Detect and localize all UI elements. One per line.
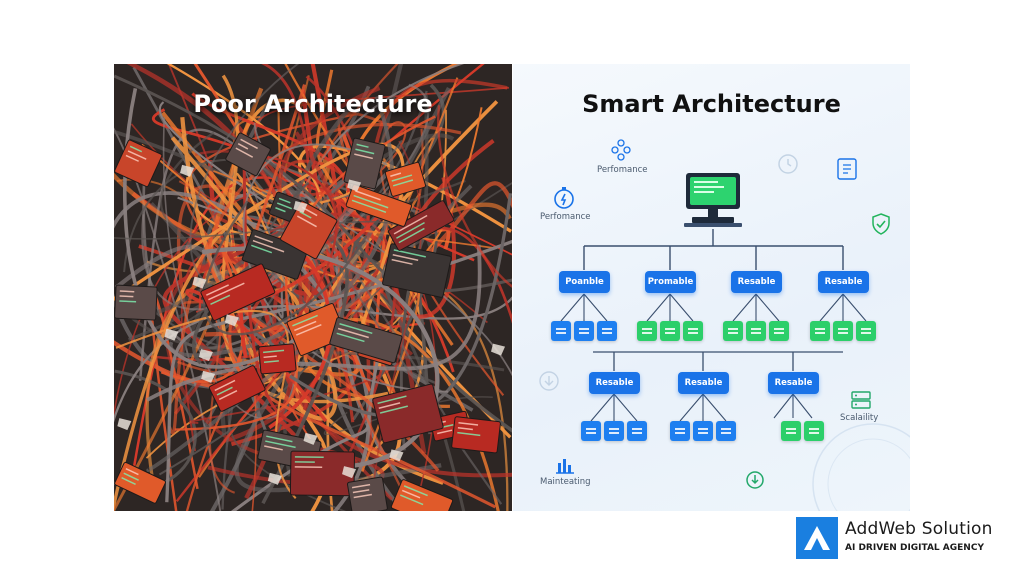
performance-label-left: Perfomance	[540, 212, 591, 222]
cable	[202, 200, 368, 336]
scalability-label: Scalaility	[840, 413, 879, 423]
module-block	[833, 321, 853, 341]
row2-node-3: Resable	[768, 372, 819, 394]
module-block	[716, 421, 736, 441]
maintaining-label: Mainteating	[540, 477, 591, 487]
module-block	[637, 321, 657, 341]
module-block	[597, 321, 617, 341]
server-box	[451, 416, 501, 454]
module-block	[604, 421, 624, 441]
server-box	[329, 317, 403, 364]
cable	[146, 244, 482, 402]
module-block	[781, 421, 801, 441]
paper-scrap	[347, 179, 362, 192]
paper-scrap	[342, 466, 357, 479]
module-block	[810, 321, 830, 341]
module-block	[856, 321, 876, 341]
server-box	[346, 476, 388, 511]
poor-architecture-panel: Poor Architecture	[114, 64, 512, 511]
clock-icon	[778, 154, 798, 174]
logo-tagline: AI DRIVEN DIGITAL AGENCY	[845, 543, 984, 553]
paper-scrap	[180, 164, 195, 177]
module-block	[670, 421, 690, 441]
paper-scrap	[303, 432, 318, 445]
row2-node-1: Resable	[589, 372, 640, 394]
module-block	[660, 321, 680, 341]
paper-scrap	[389, 449, 404, 462]
paper-scrap	[267, 472, 282, 485]
server-box	[208, 365, 266, 412]
row2-node-2: Resable	[678, 372, 729, 394]
server-box	[382, 243, 452, 298]
module-block	[693, 421, 713, 441]
row1-node-1: Poanble	[559, 271, 610, 293]
paper-scrap	[198, 348, 213, 361]
module-block	[769, 321, 789, 341]
server-box	[114, 461, 166, 504]
module-block	[683, 321, 703, 341]
tangled-cables-illustration	[114, 64, 512, 511]
logo-company-name: AddWeb Solution	[845, 519, 993, 539]
poor-architecture-title: Poor Architecture	[193, 90, 433, 118]
server-box	[289, 450, 356, 497]
module-block	[551, 321, 571, 341]
cable	[437, 105, 512, 288]
row1-node-4: Resable	[818, 271, 869, 293]
smart-architecture-title: Smart Architecture	[582, 90, 841, 118]
paper-scrap	[491, 343, 506, 356]
server-box	[384, 161, 427, 197]
bar-chart-icon	[556, 459, 574, 474]
download-circle-icon	[539, 371, 559, 391]
cable	[242, 143, 449, 393]
server-box	[258, 343, 297, 375]
cable	[165, 239, 512, 503]
server-stack-icon	[851, 391, 871, 409]
paper-scrap	[201, 370, 216, 383]
cable	[159, 131, 466, 240]
cable	[178, 180, 236, 494]
performance-label-top: Perfomance	[597, 165, 648, 175]
module-block	[723, 321, 743, 341]
server-box	[390, 479, 454, 511]
module-block	[746, 321, 766, 341]
module-block	[574, 321, 594, 341]
row1-node-2: Promable	[645, 271, 696, 293]
server-box	[387, 200, 455, 251]
paper-scrap	[224, 314, 239, 327]
paper-scrap	[293, 200, 308, 213]
server-box	[225, 132, 271, 177]
module-block	[581, 421, 601, 441]
cable	[289, 193, 512, 418]
monitor-icon	[684, 173, 742, 227]
stopwatch-icon	[554, 187, 574, 209]
paper-scrap	[192, 276, 207, 289]
addweb-logo: AddWeb Solution AI DRIVEN DIGITAL AGENCY	[796, 516, 1014, 562]
document-shield-icon	[837, 158, 857, 180]
smart-architecture-panel: Smart Architecture Poanble Promable Resa…	[513, 64, 910, 511]
module-block	[627, 421, 647, 441]
server-box	[114, 139, 163, 188]
cable	[167, 123, 462, 435]
hierarchy-connectors	[560, 229, 910, 511]
row1-node-3: Resable	[731, 271, 782, 293]
server-box	[200, 263, 276, 321]
module-block	[804, 421, 824, 441]
server-box	[280, 200, 338, 260]
addweb-logo-mark-icon	[796, 517, 838, 559]
server-box	[372, 383, 444, 444]
network-cluster-icon	[611, 139, 631, 161]
paper-scrap	[117, 418, 132, 431]
refresh-down-icon	[746, 471, 764, 489]
server-box	[114, 284, 158, 321]
shield-check-icon	[872, 213, 890, 235]
server-box	[345, 184, 412, 227]
paper-scrap	[164, 328, 179, 341]
server-box	[343, 137, 386, 190]
cable	[230, 345, 383, 511]
